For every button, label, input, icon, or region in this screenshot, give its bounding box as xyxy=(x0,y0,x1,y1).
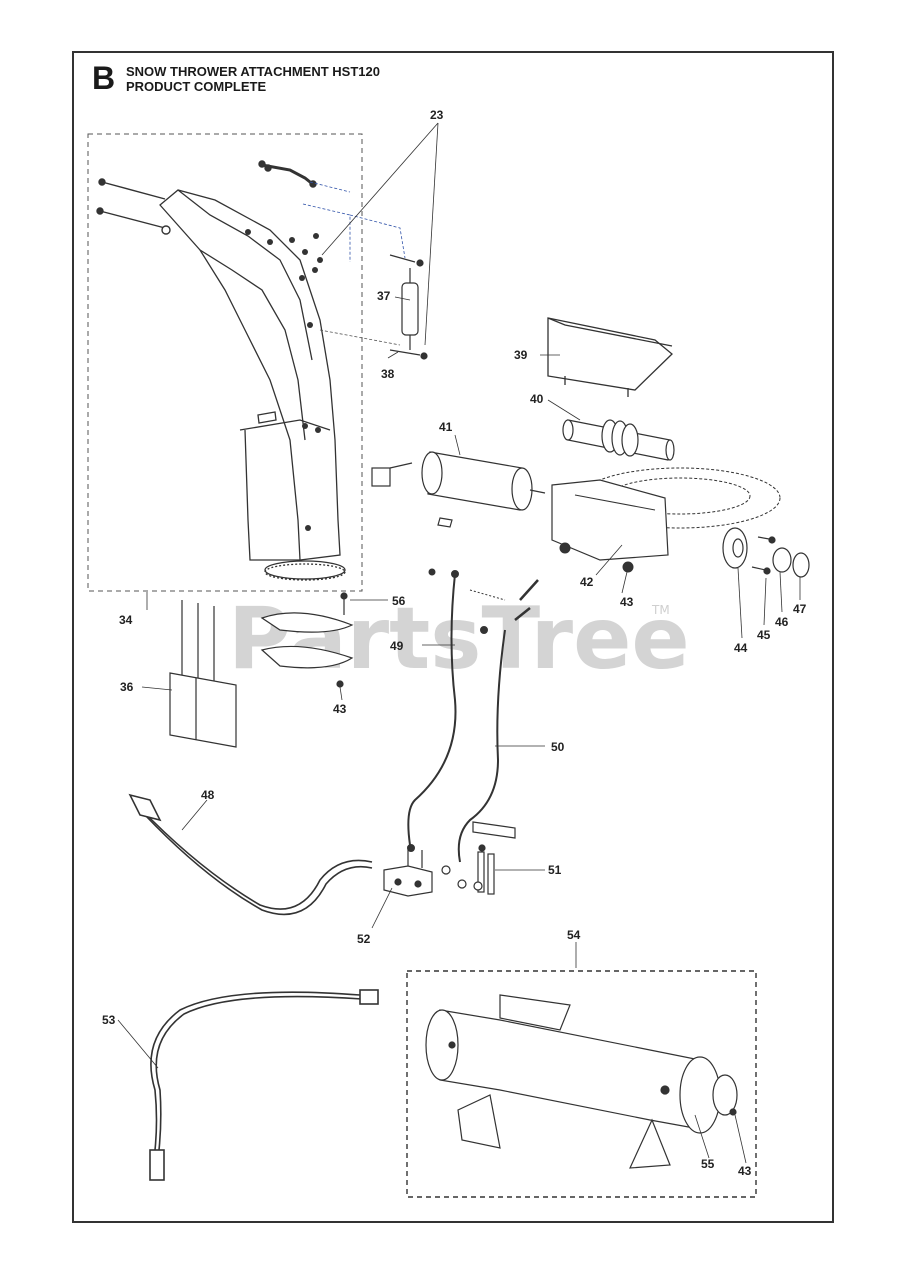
fitting-parts xyxy=(472,821,516,895)
leader-lines xyxy=(117,122,801,1164)
callout-48: 48 xyxy=(201,788,215,802)
page-title: SNOW THROWER ATTACHMENT HST120 PRODUCT C… xyxy=(126,64,380,94)
callout-37: 37 xyxy=(377,289,391,303)
alignment-line xyxy=(319,329,401,346)
auger-housing-part xyxy=(425,994,738,1169)
callout-42: 42 xyxy=(580,575,594,589)
shaft-part xyxy=(562,419,675,461)
callout-43-lower: 43 xyxy=(738,1164,752,1178)
page-frame xyxy=(72,51,834,1223)
callout-53: 53 xyxy=(102,1013,116,1027)
guard-part xyxy=(169,600,237,748)
callout-41: 41 xyxy=(439,420,453,434)
valve-block-part xyxy=(383,846,483,897)
alignment-line xyxy=(302,203,351,262)
flange-parts xyxy=(722,527,810,578)
auger-assembly-box xyxy=(406,970,757,1198)
callout-36: 36 xyxy=(120,680,134,694)
title-line-1: SNOW THROWER ATTACHMENT HST120 xyxy=(126,64,380,79)
callout-38: 38 xyxy=(381,367,395,381)
alignment-line xyxy=(349,214,406,259)
cable-harness-part xyxy=(128,793,373,916)
callout-51: 51 xyxy=(548,863,562,877)
section-letter: B xyxy=(92,60,116,96)
callout-52: 52 xyxy=(357,932,371,946)
clamp-ring-parts xyxy=(260,592,354,688)
callout-40: 40 xyxy=(530,392,544,406)
actuator-part xyxy=(389,254,428,360)
callout-49: 49 xyxy=(390,639,404,653)
callout-56: 56 xyxy=(392,594,406,608)
callout-labels: 23 34 36 37 38 39 40 41 42 43 43 43 44 4… xyxy=(102,108,807,1178)
callout-45: 45 xyxy=(757,628,771,642)
callout-39: 39 xyxy=(514,348,528,362)
gear-ring-part xyxy=(551,467,781,573)
callout-54: 54 xyxy=(567,928,581,942)
callout-55: 55 xyxy=(701,1157,715,1171)
callout-50: 50 xyxy=(551,740,565,754)
callout-43-middle: 43 xyxy=(333,702,347,716)
callout-43-upper: 43 xyxy=(620,595,634,609)
callout-34: 34 xyxy=(119,613,133,627)
hose-parts xyxy=(407,568,539,863)
extension-cable-part xyxy=(149,989,379,1181)
callout-46: 46 xyxy=(775,615,789,629)
callout-23: 23 xyxy=(430,108,444,122)
watermark-tm: TM xyxy=(651,603,670,617)
callout-47: 47 xyxy=(793,602,807,616)
alignment-line xyxy=(309,181,351,193)
callout-44: 44 xyxy=(734,641,748,655)
chute-part xyxy=(159,189,346,581)
chute-hardware xyxy=(245,229,323,531)
motor-part xyxy=(371,451,546,528)
watermark-text: PartsTree xyxy=(228,589,690,689)
title-line-2: PRODUCT COMPLETE xyxy=(126,79,267,94)
chute-assembly-box xyxy=(87,133,363,592)
cover-part xyxy=(547,317,673,397)
